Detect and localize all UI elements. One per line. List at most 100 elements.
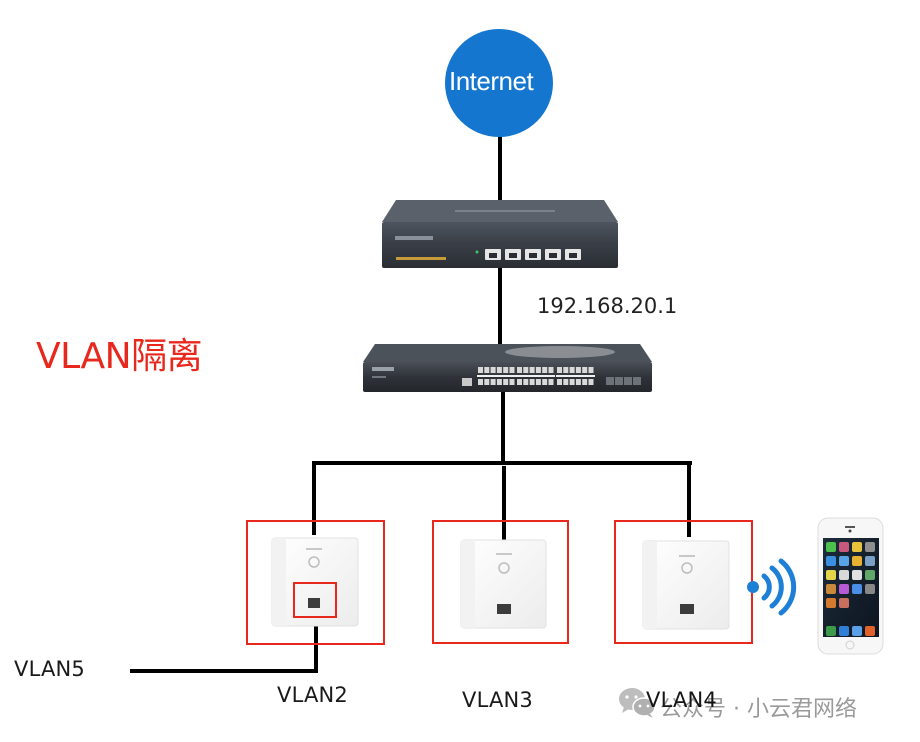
switch-top-glare [505,346,615,358]
phone-app-icon [826,626,836,636]
ap-highlight-box [432,520,569,644]
wifi-signal-icon [747,558,797,616]
switch-port [503,379,509,385]
switch-port [523,379,529,385]
switch-port [478,379,483,385]
vlan2-label: VLAN2 [277,683,348,707]
switch-sfp-ports [606,377,641,385]
switch-top [363,344,652,362]
ap-led [681,562,693,574]
phone-app-icon [865,556,875,566]
switch-port [496,367,502,373]
switch-port [542,367,548,373]
phone-app-icon [826,542,836,552]
phone-app-icon [826,570,836,580]
switch-port [563,379,569,385]
switch-console-port [462,378,472,386]
phone-app-icon [839,626,849,636]
phone-app-icon [839,542,849,552]
wechat-icon [619,688,656,718]
switch-port [496,379,502,385]
switch-brand [372,367,394,371]
switch-port [548,367,554,373]
phone-app-icon [852,542,862,552]
switch-port [548,379,554,385]
phone-app-icon [865,626,875,636]
switch-port [575,367,581,373]
smartphone-device[interactable] [817,517,884,655]
router-label-strip [396,257,446,260]
vlan5-label: VLAN5 [14,657,85,681]
switch-port [490,379,496,385]
switch-port [478,367,483,373]
switch-port [582,367,588,373]
ap-led [308,556,320,568]
phone-home-button [845,640,855,650]
ap-ethernet-port [308,598,320,608]
switch-port [582,379,588,385]
access-point-vlan2[interactable] [246,520,385,645]
phone-app-icon [865,570,875,580]
switch-port [557,367,562,373]
diagram-title: VLAN隔离 [36,336,203,377]
phone-app-icon [826,598,836,608]
switch-port [569,367,575,373]
ap-ethernet-port [497,604,511,614]
switch-port [529,379,535,385]
ap-port-highlight-box [293,582,337,618]
watermark-text: 公众号 · 小云君网络 [660,697,857,722]
switch-port [588,367,594,373]
gateway-ip-label: 192.168.20.1 [537,294,678,318]
phone-app-icon [826,556,836,566]
switch-ports [477,367,595,385]
router-body [382,222,618,268]
switch-port [523,367,529,373]
switch-port [563,367,569,373]
switch-port-divider [516,375,555,377]
phone-app-icon [852,584,862,594]
switch-port [557,379,562,385]
vlan3-label: VLAN3 [462,688,533,712]
access-point-vlan3[interactable] [432,520,569,644]
switch-port [535,367,541,373]
internet-label: Internet [449,66,534,96]
switch-port [517,379,522,385]
internet-circle [445,29,553,137]
switch-port-divider [477,375,516,377]
phone-app-icon [852,556,862,566]
phone-app-icon [852,626,862,636]
ap-led [498,562,510,574]
phone-app-icon [839,570,849,580]
switch-port-divider [556,375,595,377]
phone-app-icon [839,556,849,566]
ap-highlight-box [246,520,385,645]
phone-app-icons [826,542,875,636]
switch-port [484,379,490,385]
phone-app-icon [865,542,875,552]
switch-port [484,367,490,373]
ap-ethernet-port [680,604,694,614]
phone-app-icon [839,584,849,594]
switch-port [490,367,496,373]
switch-port [509,367,515,373]
access-point-vlan4[interactable] [614,520,753,644]
switch-port [509,379,515,385]
phone-app-icon [826,584,836,594]
phone-app-icon [852,570,862,580]
switch-port [588,379,594,385]
router-device[interactable] [382,200,618,268]
switch-port [542,379,548,385]
phone-app-icon [865,584,875,594]
switch-port [517,367,522,373]
switch-device[interactable] [363,344,652,392]
internet-node[interactable] [445,29,553,137]
phone-app-icon [839,598,849,608]
switch-port [529,367,535,373]
switch-port [575,379,581,385]
router-brand [395,236,433,240]
switch-port [569,379,575,385]
switch-port [535,379,541,385]
vlan4-label: VLAN4 [646,688,717,712]
router-led [475,250,479,254]
